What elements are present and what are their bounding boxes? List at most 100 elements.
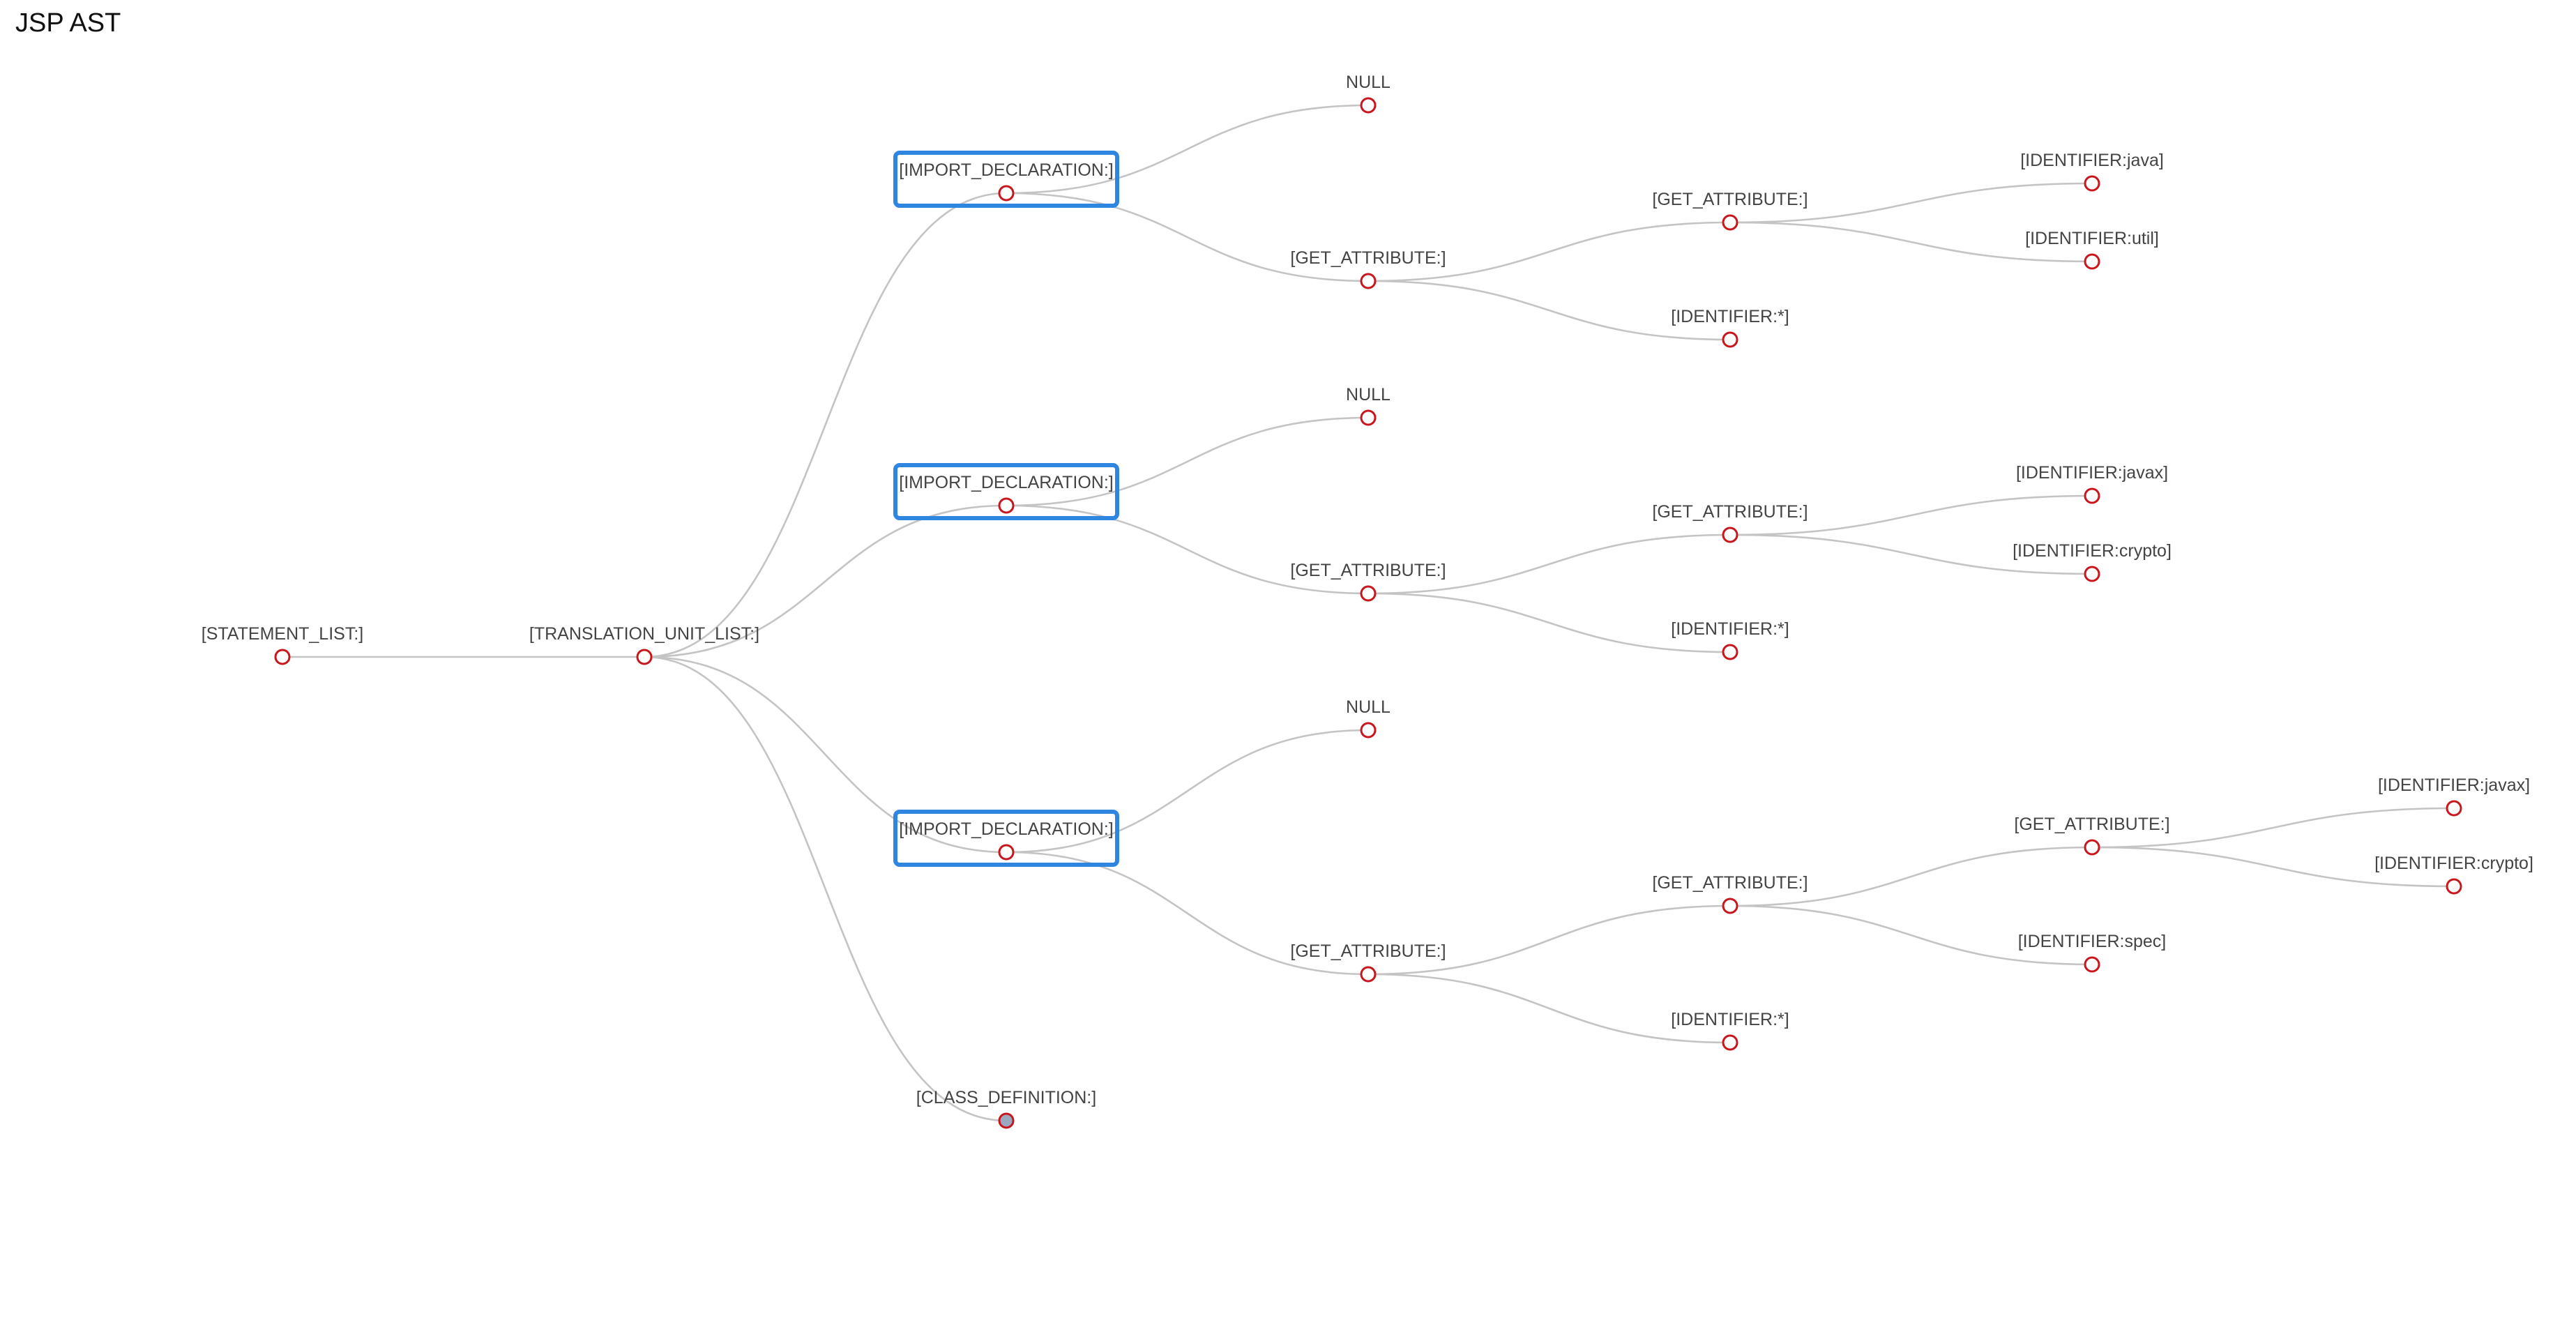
tree-node-get-attribute[interactable]: [GET_ATTRIBUTE:]: [2014, 815, 2170, 856]
tree-node-translation-unit-list[interactable]: [TRANSLATION_UNIT_LIST:]: [529, 624, 759, 665]
tree-node-null[interactable]: NULL: [1346, 385, 1391, 426]
tree-node-import-declaration[interactable]: [IMPORT_DECLARATION:]: [899, 160, 1114, 202]
node-circle[interactable]: [1360, 97, 1377, 114]
node-circle[interactable]: [1722, 331, 1738, 348]
node-circle[interactable]: [1360, 409, 1377, 426]
tree-edge: [1729, 533, 2093, 575]
edges-layer: [282, 104, 2455, 1122]
tree-node-import-declaration[interactable]: [IMPORT_DECLARATION:]: [899, 819, 1114, 861]
tree-node-identifier-star[interactable]: [IDENTIFIER:*]: [1671, 1010, 1789, 1051]
node-label: [GET_ATTRIBUTE:]: [1652, 873, 1808, 893]
node-circle[interactable]: [1722, 527, 1738, 543]
nodes-layer: [STATEMENT_LIST:] [TRANSLATION_UNIT_LIST:…: [202, 73, 2533, 1129]
tree-edge: [1367, 973, 1731, 1044]
node-label: [IMPORT_DECLARATION:]: [899, 473, 1113, 492]
tree-edge: [1006, 851, 1369, 976]
node-label: [GET_ATTRIBUTE:]: [1652, 190, 1808, 209]
node-circle[interactable]: [2446, 878, 2462, 895]
node-circle[interactable]: [2084, 487, 2100, 504]
tree-node-get-attribute[interactable]: [GET_ATTRIBUTE:]: [1290, 941, 1446, 983]
page-title: JSP AST: [15, 8, 121, 38]
tree-node-identifier-crypto[interactable]: [IDENTIFIER:crypto]: [2013, 541, 2172, 582]
tree-edge: [644, 656, 1007, 1122]
tree-node-identifier-star[interactable]: [IDENTIFIER:*]: [1671, 307, 1789, 348]
tree-edge: [1006, 192, 1369, 282]
tree-edge: [2091, 846, 2455, 888]
node-circle[interactable]: [1360, 585, 1377, 602]
tree-node-get-attribute[interactable]: [GET_ATTRIBUTE:]: [1290, 561, 1446, 602]
tree-edge: [1367, 533, 1731, 595]
tree-edge: [1729, 904, 2093, 966]
tree-node-identifier-java[interactable]: [IDENTIFIER:java]: [2020, 151, 2164, 192]
tree-node-identifier-javax[interactable]: [IDENTIFIER:javax]: [2016, 463, 2168, 504]
node-circle[interactable]: [274, 649, 291, 665]
node-label: [IMPORT_DECLARATION:]: [899, 819, 1113, 839]
tree-edge: [1367, 280, 1731, 341]
tree-edge: [1729, 846, 2093, 907]
selection-highlight-box: [893, 463, 1119, 520]
node-circle[interactable]: [2084, 839, 2100, 856]
tree-node-get-attribute[interactable]: [GET_ATTRIBUTE:]: [1652, 190, 1808, 231]
node-label: [IDENTIFIER:*]: [1671, 307, 1789, 326]
tree-node-identifier-crypto[interactable]: [IDENTIFIER:crypto]: [2374, 854, 2533, 895]
tree-edge: [1367, 592, 1731, 653]
node-circle[interactable]: [2084, 956, 2100, 973]
node-circle[interactable]: [2084, 566, 2100, 582]
tree-node-get-attribute[interactable]: [GET_ATTRIBUTE:]: [1290, 248, 1446, 289]
tree-node-identifier-star[interactable]: [IDENTIFIER:*]: [1671, 619, 1789, 660]
tree-node-null[interactable]: NULL: [1346, 73, 1391, 114]
tree-node-get-attribute[interactable]: [GET_ATTRIBUTE:]: [1652, 502, 1808, 543]
tree-edge: [1006, 416, 1369, 507]
tree-edge: [1729, 494, 2093, 536]
node-circle[interactable]: [2084, 175, 2100, 192]
node-circle[interactable]: [1722, 214, 1738, 231]
tree-node-class-definition[interactable]: [CLASS_DEFINITION:]: [916, 1088, 1096, 1129]
node-circle[interactable]: [998, 497, 1015, 514]
node-label: [IDENTIFIER:crypto]: [2374, 854, 2533, 873]
tree-edge: [1006, 729, 1369, 854]
node-circle[interactable]: [1360, 273, 1377, 289]
node-circle[interactable]: [1722, 644, 1738, 660]
node-circle[interactable]: [636, 649, 653, 665]
highlight-layer: [893, 151, 1119, 867]
tree-node-statement-list[interactable]: [STATEMENT_LIST:]: [202, 624, 363, 665]
node-circle[interactable]: [2446, 800, 2462, 817]
node-label: [IDENTIFIER:spec]: [2018, 932, 2167, 951]
node-label: [IDENTIFIER:crypto]: [2013, 541, 2172, 561]
tree-node-null[interactable]: NULL: [1346, 697, 1391, 739]
node-circle[interactable]: [1360, 722, 1377, 739]
node-label: [IDENTIFIER:*]: [1671, 619, 1789, 639]
tree-node-identifier-javax[interactable]: [IDENTIFIER:javax]: [2378, 775, 2530, 817]
node-label: [GET_ATTRIBUTE:]: [1290, 561, 1446, 580]
tree-node-identifier-spec[interactable]: [IDENTIFIER:spec]: [2018, 932, 2167, 973]
tree-node-get-attribute[interactable]: [GET_ATTRIBUTE:]: [1652, 873, 1808, 914]
node-label: [IMPORT_DECLARATION:]: [899, 160, 1113, 180]
tree-edge: [1006, 504, 1369, 595]
node-circle[interactable]: [1722, 1034, 1738, 1051]
node-label: [IDENTIFIER:javax]: [2016, 463, 2168, 483]
node-label: [IDENTIFIER:util]: [2025, 229, 2159, 248]
node-label: [IDENTIFIER:java]: [2020, 151, 2164, 170]
tree-node-import-declaration[interactable]: [IMPORT_DECLARATION:]: [899, 473, 1114, 514]
node-label: NULL: [1346, 697, 1391, 717]
node-label: NULL: [1346, 73, 1391, 92]
tree-edge: [644, 504, 1007, 658]
tree-edge: [644, 192, 1007, 658]
node-label: [TRANSLATION_UNIT_LIST:]: [529, 624, 759, 644]
selection-highlight-box: [893, 151, 1119, 208]
tree-edge: [1729, 221, 2093, 263]
collapsed-node-circle[interactable]: [998, 1112, 1015, 1129]
tree-edge: [1367, 904, 1731, 976]
node-circle[interactable]: [998, 844, 1015, 861]
node-label: [GET_ATTRIBUTE:]: [1652, 502, 1808, 522]
node-circle[interactable]: [1722, 898, 1738, 914]
tree-node-identifier-util[interactable]: [IDENTIFIER:util]: [2025, 229, 2159, 270]
node-circle[interactable]: [998, 185, 1015, 202]
tree-edge: [1006, 104, 1369, 195]
node-label: [IDENTIFIER:javax]: [2378, 775, 2530, 795]
tree-edge: [644, 656, 1007, 854]
tree-edge: [2091, 807, 2455, 849]
node-circle[interactable]: [2084, 253, 2100, 270]
node-circle[interactable]: [1360, 966, 1377, 983]
